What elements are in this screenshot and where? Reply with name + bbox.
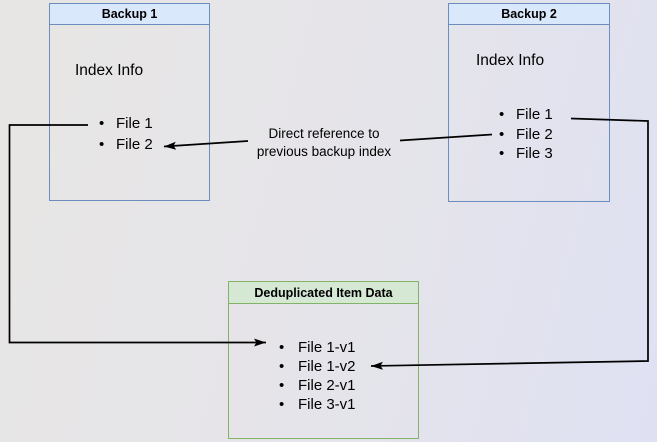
edge-label-line2: previous backup index	[256, 144, 392, 159]
backup1-index-info-label: Index Info	[75, 62, 144, 79]
dedup-box: Deduplicated Item Data	[228, 281, 419, 439]
list-item-label: File 1	[116, 115, 153, 132]
list-item: • File 1	[99, 114, 153, 135]
bullet-icon: •	[499, 125, 505, 143]
list-item: • File 2	[499, 125, 553, 145]
backup2-file-list: • File 1 • File 2 • File 3	[499, 105, 553, 164]
bullet-icon: •	[279, 395, 285, 413]
dedup-title-bar: Deduplicated Item Data	[229, 282, 418, 304]
backup1-title: Backup 1	[101, 7, 158, 21]
backup1-title-bar: Backup 1	[50, 4, 209, 25]
backup2-title: Backup 2	[501, 7, 557, 21]
bullet-icon: •	[279, 357, 285, 375]
bullet-icon: •	[99, 135, 105, 153]
list-item-label: File 1	[516, 106, 553, 123]
list-item: • File 2	[99, 135, 153, 156]
list-item-label: File 1-v1	[298, 338, 356, 356]
list-item: • File 3-v1	[279, 395, 356, 414]
bullet-icon: •	[499, 145, 505, 162]
list-item-label: File 2-v1	[298, 376, 356, 394]
backup2-title-bar: Backup 2	[449, 4, 609, 25]
list-item: • File 1-v2	[279, 357, 356, 376]
bullet-icon: •	[279, 338, 285, 356]
list-item: • File 2-v1	[279, 376, 356, 395]
backup1-file-list: • File 1 • File 2	[99, 114, 153, 155]
list-item: • File 3	[499, 144, 553, 164]
backup2-box: Backup 2	[448, 3, 610, 202]
backup2-index-info-label: Index Info	[476, 52, 545, 69]
list-item-label: File 1-v2	[298, 357, 356, 375]
list-item: • File 1-v1	[279, 338, 356, 357]
dedup-file-list: • File 1-v1 • File 1-v2 • File 2-v1 • Fi…	[279, 338, 356, 414]
direct-reference-edge-label: Direct reference to previous backup inde…	[249, 125, 399, 162]
backup1-box: Backup 1	[49, 3, 210, 201]
list-item-label: File 2	[116, 135, 153, 153]
bullet-icon: •	[499, 106, 505, 123]
dedup-title: Deduplicated Item Data	[254, 285, 393, 300]
list-item-label: File 2	[516, 125, 553, 143]
list-item-label: File 3	[516, 145, 553, 162]
list-item-label: File 3-v1	[298, 395, 356, 413]
bullet-icon: •	[279, 376, 285, 394]
list-item: • File 1	[499, 105, 553, 125]
edge-label-line1: Direct reference to	[268, 125, 380, 141]
bullet-icon: •	[99, 115, 105, 132]
